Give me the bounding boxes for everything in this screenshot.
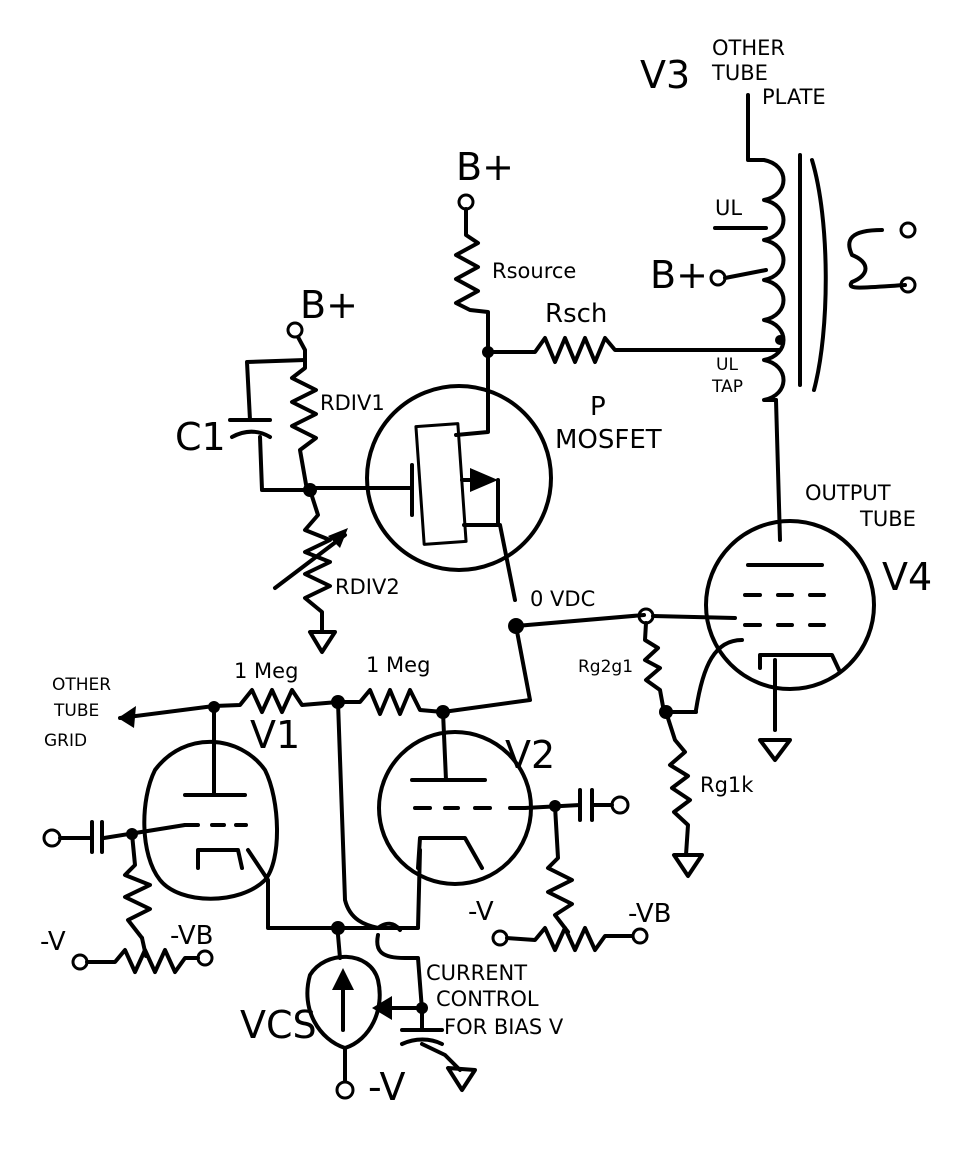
neg-v-right-terminal — [491, 929, 509, 947]
label-one-meg-left: 1 Meg — [234, 659, 298, 683]
control-wire — [375, 933, 424, 1012]
label-rg1k: Rg1k — [700, 773, 754, 797]
rdiv2-ground-icon — [308, 630, 337, 654]
right-bias-pot — [505, 926, 634, 952]
rdiv2-arrow-shaft — [273, 533, 347, 590]
v1-input-capacitor — [58, 820, 187, 854]
label-other-tube-grid-2: TUBE — [53, 701, 99, 721]
vcs-current-source — [305, 933, 382, 1082]
label-neg-v-left: -V — [40, 927, 66, 957]
v2-grid-leak-resistor — [546, 804, 574, 934]
label-ul-tap-1: UL — [716, 355, 738, 375]
one-meg-right-resistor — [336, 688, 445, 716]
wire-crossover — [376, 921, 402, 932]
v2-input-capacitor — [523, 788, 614, 822]
rdiv2-resistor — [303, 488, 332, 634]
label-p-mosfet-1: P — [590, 392, 606, 422]
label-rsource: Rsource — [492, 259, 576, 283]
bplus-left-terminal — [286, 321, 304, 339]
label-v1: V1 — [250, 713, 300, 757]
neg-vb-left-terminal — [196, 949, 214, 967]
label-neg-v-right: -V — [468, 897, 494, 927]
label-other-tube-grid-3: GRID — [44, 731, 87, 751]
output-g1-wire — [651, 614, 737, 620]
neg-vb-right-terminal — [631, 927, 649, 945]
v2-input-terminal — [610, 795, 630, 815]
left-pot-wiper — [140, 936, 148, 958]
drain-to-v2-plate-wire — [441, 624, 532, 714]
rsch-resistor — [486, 336, 782, 364]
ul-tap-node — [775, 335, 785, 345]
label-zero-vdc: 0 VDC — [530, 587, 595, 611]
bplus-top-terminal — [457, 193, 475, 211]
label-v3: V3 — [640, 53, 690, 97]
label-bplus-transformer: B+ — [650, 253, 708, 297]
label-output-tube-2: TUBE — [859, 507, 916, 531]
label-ul-tap-2: TAP — [711, 377, 743, 397]
label-current-control-1: CURRENT — [426, 961, 527, 985]
control-capacitor — [400, 1006, 462, 1072]
label-ul: UL — [715, 196, 742, 220]
label-bplus-top: B+ — [456, 145, 514, 189]
c1-bottom-plate — [230, 429, 272, 439]
transformer-bplus-wire — [723, 268, 768, 280]
plates-to-control-wire — [336, 700, 380, 930]
output-tube-v4 — [694, 398, 876, 762]
label-output-tube-1: OUTPUT — [805, 481, 891, 505]
label-vcs: VCS — [240, 1003, 317, 1047]
label-rdiv2: RDIV2 — [335, 575, 400, 599]
v1-grid-leak-resistor — [123, 832, 152, 940]
rg1k-resistor — [664, 710, 692, 857]
transformer-bplus-terminal — [709, 269, 727, 287]
c1-bottom-wire — [258, 435, 312, 492]
output-transformer — [746, 93, 917, 402]
control-arrow-head — [372, 996, 392, 1020]
label-neg-vb-right: -VB — [628, 899, 671, 929]
left-bias-pot — [85, 948, 200, 974]
rg1k-ground-icon — [672, 853, 704, 878]
label-one-meg-right: 1 Meg — [366, 653, 430, 677]
label-other-tube-plate-1: OTHER — [712, 36, 785, 60]
rdiv2-arrow-head — [328, 528, 348, 548]
rsource-resistor — [454, 207, 490, 357]
c1-top-wire — [245, 358, 307, 422]
label-current-control-3: FOR BIAS V — [444, 1015, 564, 1039]
label-other-tube-plate-3: PLATE — [762, 85, 826, 109]
neg-v-bottom-terminal — [335, 1080, 355, 1100]
label-c1: C1 — [175, 415, 226, 459]
control-ground-icon — [446, 1066, 477, 1092]
label-p-mosfet-2: MOSFET — [555, 425, 662, 455]
tube-v2 — [336, 710, 533, 930]
label-rdiv1: RDIV1 — [320, 391, 385, 415]
one-meg-left-resistor — [118, 688, 340, 720]
label-other-tube-grid-1: OTHER — [52, 675, 111, 695]
label-v4: V4 — [882, 555, 932, 599]
p-mosfet — [310, 350, 553, 602]
label-bplus-left: B+ — [300, 283, 358, 327]
cathode-node — [331, 921, 345, 935]
label-v2: V2 — [505, 733, 555, 777]
label-other-tube-plate-2: TUBE — [711, 61, 768, 85]
neg-v-left-terminal — [71, 953, 89, 971]
label-neg-v-bottom: -V — [368, 1065, 405, 1109]
label-neg-vb-left: -VB — [170, 921, 213, 951]
tube-v1 — [142, 705, 340, 930]
other-tube-grid-arrow — [118, 706, 136, 728]
zero-vdc-wire — [514, 613, 646, 628]
rg2g1-resistor — [643, 621, 666, 714]
label-current-control-2: CONTROL — [436, 987, 539, 1011]
label-rg2g1: Rg2g1 — [578, 657, 633, 677]
v1-input-terminal — [42, 828, 62, 848]
label-rsch: Rsch — [545, 299, 607, 329]
